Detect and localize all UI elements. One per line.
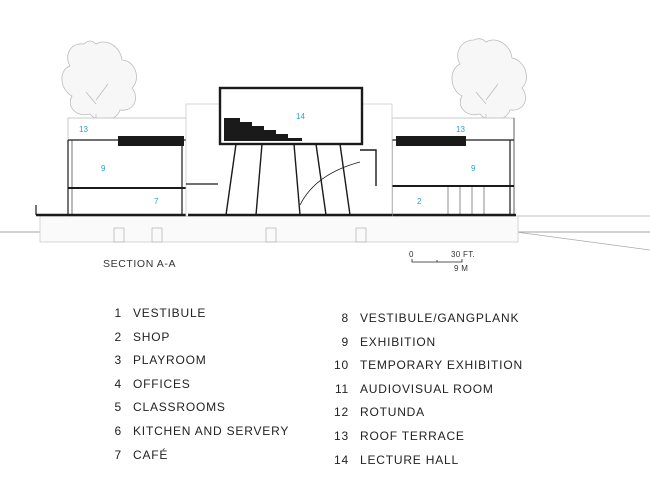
legend-right-column: 8 VESTIBULE/GANGPLANK 9 EXHIBITION 10 TEMPO… [333,311,523,476]
legend-label: ROTUNDA [360,405,425,420]
legend-item: 5 CLASSROOMS [112,400,289,424]
legend-label: TEMPORARY EXHIBITION [360,358,523,373]
room-label-7: 7 [154,197,159,206]
central-hall [185,86,393,217]
legend-label: SHOP [133,329,171,344]
legend-item: 7 CAFÉ [112,448,289,472]
room-label-9-left: 9 [101,164,106,173]
legend-number: 1 [114,306,122,320]
right-block [391,117,516,217]
legend-label: ROOF TERRACE [360,428,465,443]
legend-number: 8 [341,311,349,325]
room-label-13-left: 13 [79,125,88,134]
legend-label: AUDIOVISUAL ROOM [360,381,494,396]
legend-item: 2 SHOP [112,330,289,354]
legend-item: 3 PLAYROOM [112,353,289,377]
legend-label: VESTIBULE [133,306,207,320]
room-label-14: 14 [296,112,305,121]
legend-number: 10 [334,358,349,373]
left-roof-slab [118,136,184,146]
legend-item: 1 VESTIBULE [112,306,289,330]
legend-number: 14 [334,452,349,467]
legend-number: 4 [114,376,122,391]
legend-label: CAFÉ [133,447,169,462]
legend-number: 3 [114,353,122,368]
legend-label: PLAYROOM [133,353,207,368]
legend-item: 6 KITCHEN AND SERVERY [112,424,289,448]
scale-feet: 30 FT. [451,250,476,259]
legend-number: 6 [114,423,122,438]
legend-label: EXHIBITION [360,334,437,349]
legend-number: 2 [114,329,122,344]
legend-item: 14 LECTURE HALL [333,453,523,477]
lecture-hall-seating [224,118,302,141]
legend-number: 11 [334,381,349,396]
legend-item: 12 ROTUNDA [333,405,523,429]
scale-meters: 9 M [454,264,469,273]
room-label-9-right: 9 [471,164,476,173]
room-label-13-right: 13 [456,125,465,134]
legend-item: 4 OFFICES [112,377,289,401]
right-roof-slab [396,136,466,146]
legend-item: 13 ROOF TERRACE [333,429,523,453]
legend-number: 9 [341,334,349,349]
scale-bar [411,259,463,263]
section-title: SECTION A-A [103,258,177,270]
legend-label: CLASSROOMS [133,400,226,415]
legend-label: OFFICES [133,376,191,391]
left-block [35,117,189,217]
legend-label: KITCHEN AND SERVERY [133,423,290,438]
scale-zero: 0 [409,250,414,259]
legend-item: 9 EXHIBITION [333,335,523,359]
ground-line [0,215,650,251]
legend-left-column: 1 VESTIBULE 2 SHOP 3 PLAYROOM 4 OFFICES 5 CLA… [112,306,289,471]
legend-label: VESTIBULE/GANGPLANK [360,311,520,325]
tree-right [451,38,527,125]
legend-number: 7 [114,447,122,462]
legend-number: 12 [334,405,349,420]
legend-number: 13 [334,428,349,443]
room-label-2: 2 [417,197,422,206]
section-drawing [0,38,650,263]
legend-number: 5 [114,400,122,415]
legend-item: 8 VESTIBULE/GANGPLANK [333,311,523,335]
legend-label: LECTURE HALL [360,452,459,467]
tree-left [61,40,137,125]
legend-item: 11 AUDIOVISUAL ROOM [333,382,523,406]
legend-item: 10 TEMPORARY EXHIBITION [333,358,523,382]
